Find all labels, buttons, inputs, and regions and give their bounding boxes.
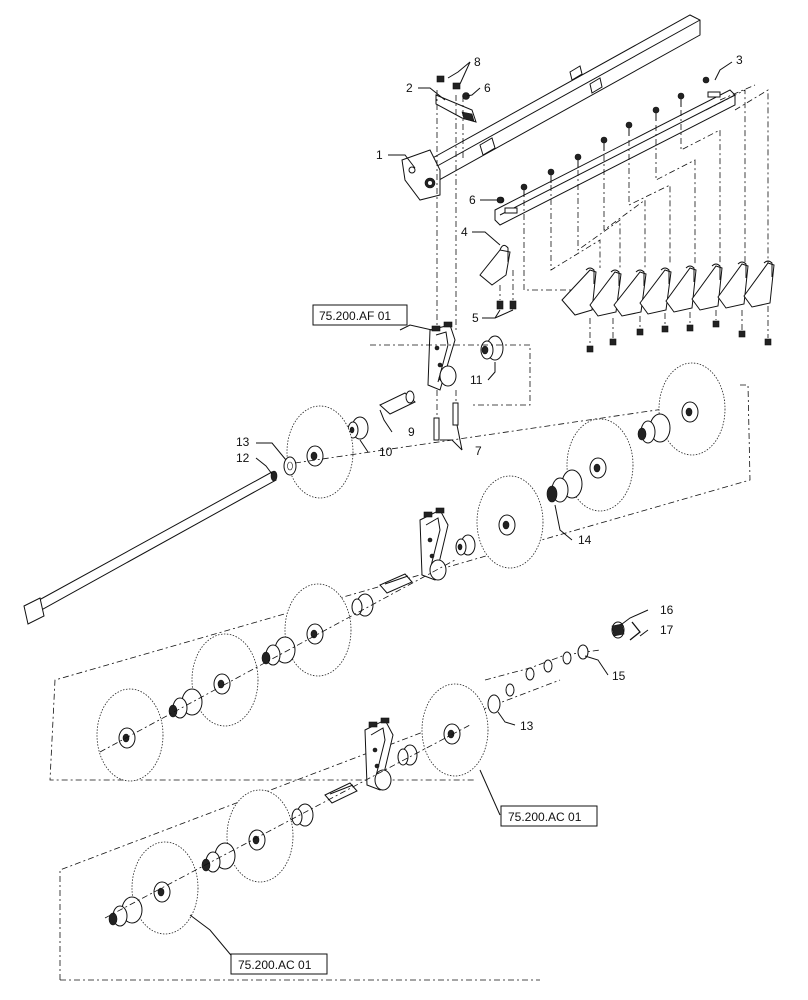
callout-16: 16 bbox=[660, 603, 674, 617]
scraper-blades bbox=[561, 260, 775, 317]
callout-8: 8 bbox=[474, 55, 481, 69]
washer-13 bbox=[283, 456, 297, 476]
disc bbox=[191, 633, 259, 727]
callout-13b: 13 bbox=[520, 719, 534, 733]
spool bbox=[201, 842, 236, 873]
reference-label: 75.200.AC 01 bbox=[508, 810, 582, 824]
bearing-hanger-lower bbox=[364, 717, 394, 791]
bearing-hanger-upper bbox=[427, 321, 459, 441]
disc bbox=[131, 841, 199, 935]
disc bbox=[421, 683, 489, 777]
nut-16 bbox=[611, 621, 625, 639]
scraper-blade bbox=[589, 269, 622, 317]
callout-17: 17 bbox=[660, 623, 674, 637]
mount-bracket-4 bbox=[479, 196, 517, 310]
callout-10: 10 bbox=[379, 445, 393, 459]
callout-2: 2 bbox=[406, 81, 413, 95]
scraper-blade bbox=[639, 267, 672, 315]
disc bbox=[286, 405, 354, 499]
scraper-blade bbox=[691, 263, 723, 311]
callout-11: 11 bbox=[470, 373, 483, 387]
reference-label: 75.200.AF 01 bbox=[319, 309, 391, 323]
callout-15: 15 bbox=[612, 669, 626, 683]
callout-labels: 1 2 3 4 5 6 6 7 8 9 10 11 12 13 13 14 15… bbox=[236, 53, 743, 733]
spool-10 bbox=[347, 416, 369, 440]
frame-beam bbox=[401, 14, 701, 201]
washer-stack-15 bbox=[487, 644, 589, 714]
disc bbox=[476, 475, 544, 569]
reference-box-af: 75.200.AF 01 bbox=[312, 304, 408, 326]
spool bbox=[168, 688, 203, 719]
callout-6a: 6 bbox=[484, 81, 491, 95]
leader-lines bbox=[189, 61, 733, 961]
bar-bolts bbox=[497, 76, 710, 204]
callout-9: 9 bbox=[408, 425, 415, 439]
shaft-12 bbox=[23, 470, 278, 625]
scraper-leader-lines bbox=[523, 84, 769, 291]
callout-3: 3 bbox=[736, 53, 743, 67]
spool bbox=[291, 803, 314, 827]
callout-7: 7 bbox=[475, 444, 482, 458]
reference-label: 75.200.AC 01 bbox=[238, 958, 312, 972]
scraper-blade bbox=[561, 267, 597, 316]
spool bbox=[637, 413, 671, 444]
disc bbox=[658, 362, 726, 456]
spool bbox=[455, 534, 476, 556]
callout-5: 5 bbox=[472, 311, 479, 325]
bearing-hanger-middle bbox=[419, 507, 449, 581]
spool-11 bbox=[480, 335, 504, 361]
clamp-bracket bbox=[435, 75, 477, 123]
spool-14 bbox=[546, 469, 583, 503]
disc bbox=[566, 418, 634, 512]
spool bbox=[261, 636, 296, 666]
scraper-blade bbox=[743, 260, 775, 308]
spool bbox=[108, 896, 143, 927]
reference-box-ac-lower: 75.200.AC 01 bbox=[230, 953, 328, 975]
spool bbox=[351, 593, 374, 617]
pipe bbox=[379, 573, 413, 594]
disc bbox=[226, 789, 294, 883]
disc bbox=[284, 583, 352, 677]
callout-13a: 13 bbox=[236, 435, 250, 449]
scraper-blade bbox=[665, 265, 697, 313]
scraper-bolts bbox=[586, 306, 772, 353]
scraper-bar bbox=[494, 89, 736, 226]
scraper-blade bbox=[613, 269, 647, 317]
pipe-9 bbox=[379, 390, 416, 415]
spool bbox=[397, 744, 418, 766]
callout-14: 14 bbox=[578, 533, 592, 547]
reference-box-ac-upper: 75.200.AC 01 bbox=[500, 805, 598, 827]
callout-1: 1 bbox=[376, 148, 383, 162]
callout-12: 12 bbox=[236, 451, 250, 465]
cotter-pin-17 bbox=[629, 621, 641, 641]
callout-6b: 6 bbox=[469, 193, 476, 207]
scraper-blade bbox=[717, 261, 749, 309]
disc bbox=[96, 688, 164, 782]
callout-4: 4 bbox=[461, 225, 468, 239]
